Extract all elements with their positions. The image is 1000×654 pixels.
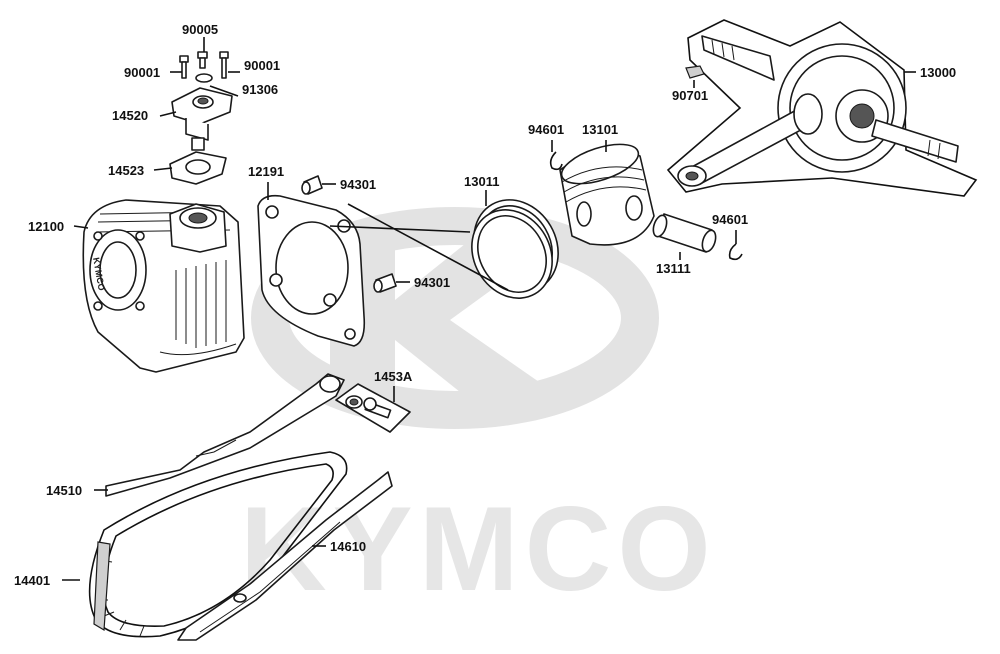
- callout-13111: 13111: [656, 261, 691, 276]
- piston-13101: [559, 143, 655, 246]
- cylinder-12100: KYMCO: [82, 199, 245, 373]
- callout-14523: 14523: [108, 163, 144, 178]
- callout-13011: 13011: [464, 174, 499, 189]
- washer-91306: [195, 73, 213, 83]
- leader-12100: [73, 225, 89, 229]
- woodruff-key-90701: [685, 65, 705, 79]
- leader-14523: [153, 167, 173, 171]
- bolt-90005: [197, 51, 208, 69]
- callout-13000: 13000: [920, 65, 956, 80]
- callout-94301-upper: 94301: [340, 177, 376, 192]
- callout-12100: 12100: [28, 219, 64, 234]
- watermark-ring: [251, 207, 659, 429]
- cam-chain-14401: [88, 451, 348, 638]
- callout-94301-lower: 94301: [414, 275, 450, 290]
- callout-94601-upper: 94601: [528, 122, 564, 137]
- tensioner-slipper-14510: [105, 373, 345, 497]
- callout-13101: 13101: [582, 122, 618, 137]
- callout-14510: 14510: [46, 483, 82, 498]
- callout-90001-right: 90001: [244, 58, 280, 73]
- tensioner-pivot-1453A: [335, 383, 411, 433]
- callout-1453A: 1453A: [374, 369, 413, 384]
- cylinder-gasket-12191: [257, 194, 366, 347]
- leader-14520: [159, 111, 177, 117]
- watermark-text: KYMCO: [240, 482, 717, 616]
- callout-12191: 12191: [248, 164, 284, 179]
- leader-91306: [209, 85, 239, 97]
- tensioner-body-14520: [171, 87, 233, 151]
- callout-90001-left: 90001: [124, 65, 160, 80]
- circlip-94601-lower: [728, 243, 743, 261]
- piston-pin-13111: [652, 213, 717, 253]
- leader-lines: [62, 37, 916, 581]
- callout-14401: 14401: [14, 573, 50, 588]
- piston-ring-set-13011: [471, 199, 559, 299]
- callout-90005: 90005: [182, 22, 218, 37]
- brand-watermark: KYMCO: [240, 207, 717, 616]
- bolt-90001-right: [219, 51, 229, 79]
- callout-90701: 90701: [672, 88, 708, 103]
- tensioner-gasket-14523: [169, 151, 227, 185]
- bolt-90001-left: [179, 55, 189, 79]
- callout-14520: 14520: [112, 108, 148, 123]
- leader-gasket-to-rings-2: [329, 225, 471, 233]
- chain-tensioner-group: [169, 51, 233, 185]
- callout-94601-lower: 94601: [712, 212, 748, 227]
- callout-14610: 14610: [330, 539, 366, 554]
- dowel-pin-94301-upper: [301, 175, 323, 195]
- leader-gasket-to-rings: [347, 203, 509, 291]
- callout-labels: 90005 90001 90001 91306 14520 14523 1219…: [14, 22, 956, 588]
- crankshaft-13000: [666, 19, 978, 197]
- callout-91306: 91306: [242, 82, 278, 97]
- circlip-94601-upper: [549, 151, 563, 171]
- dowel-pin-94301-lower: [373, 273, 397, 293]
